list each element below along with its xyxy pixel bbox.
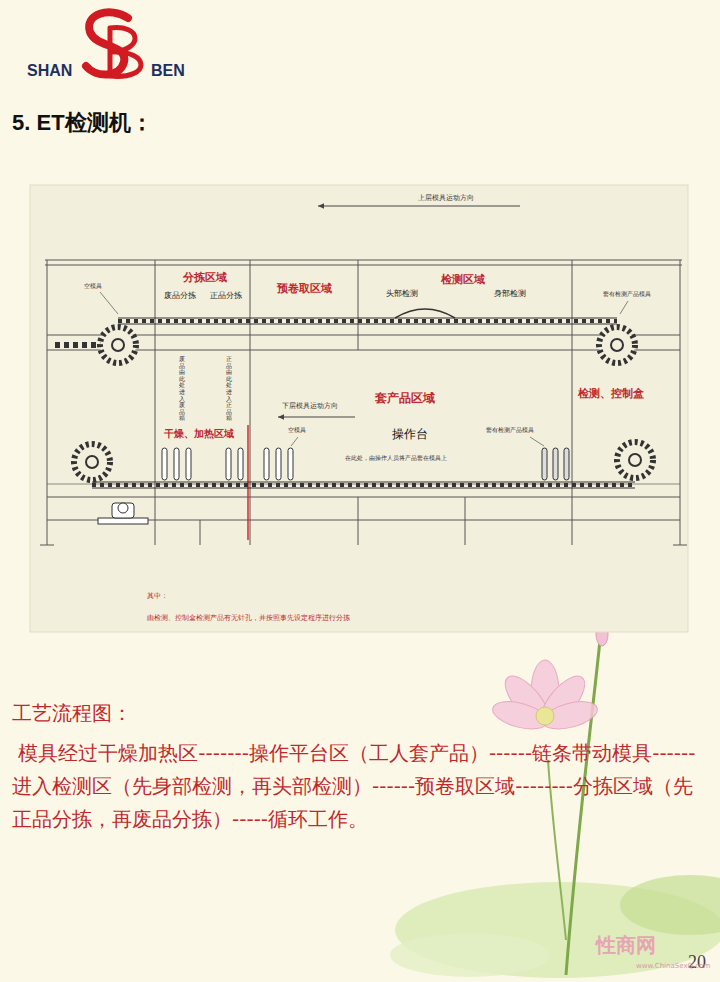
chain bbox=[55, 309, 635, 488]
watermark: www.ChinaSexQ.com bbox=[636, 962, 710, 970]
station-label: 操作台 bbox=[392, 428, 428, 442]
zone-cell: 检测、控制盒 bbox=[572, 350, 680, 484]
direction-label: 上层模具运动方向 bbox=[418, 194, 474, 202]
drawing-panel: 其中： 由检测、控制盒检测产品有无针孔，并按照事先设定程序进行分拣 分拣区域废品分拣… bbox=[30, 185, 688, 632]
station-label: 头部检测 bbox=[386, 289, 418, 298]
part-label: 空模具 bbox=[288, 427, 306, 434]
leader-line bbox=[100, 292, 628, 446]
zone-title: 套产品区域 bbox=[375, 392, 435, 406]
section-heading: 工艺流程图： bbox=[12, 702, 132, 725]
logo-mark bbox=[86, 12, 141, 76]
sprocket bbox=[74, 327, 653, 480]
station-label: 身部检测 bbox=[494, 289, 526, 298]
process-text: 模具经过干燥加热区-------操作平台区（工人套产品）------链条带动模具… bbox=[12, 737, 712, 836]
station-label: 正品分拣 bbox=[210, 291, 242, 300]
zone-title: 预卷取区域 bbox=[277, 283, 332, 296]
zone-title: 检测、控制盒 bbox=[578, 388, 644, 401]
zone-cell: 分拣区域废品分拣 正品分拣 bbox=[155, 266, 250, 335]
lotus-illustration bbox=[390, 622, 720, 978]
direction-label: 下层模具运动方向 bbox=[282, 402, 338, 410]
part-label: 套有检测产品模具 bbox=[603, 291, 651, 298]
chute-label: 废品由此处进入废品箱 bbox=[179, 356, 185, 422]
mold bbox=[162, 448, 569, 480]
zone-title: 分拣区域 bbox=[183, 272, 227, 285]
zone-cell: 套产品区域下层模具运动方向操作台在此处，由操作人员将产品套在模具上 bbox=[250, 350, 572, 484]
zone-title: 干燥、加热区域 bbox=[164, 428, 234, 440]
chute-label: 正品由此处进入正品箱 bbox=[226, 356, 232, 422]
part-label: 空模具 bbox=[84, 283, 102, 290]
watermark: 性商网 bbox=[596, 934, 656, 957]
note-text: 在此处，由操作人员将产品套在模具上 bbox=[345, 455, 447, 462]
note-heading: 其中： bbox=[147, 592, 168, 600]
zone-title: 检测区域 bbox=[441, 274, 485, 287]
note-text: 由检测、控制盒检测产品有无针孔，并按照事先设定程序进行分拣 bbox=[147, 614, 350, 622]
logo-text: BEN bbox=[151, 62, 185, 80]
zone-cell: 预卷取区域 bbox=[250, 266, 358, 335]
slide-title: 5. ET检测机： bbox=[12, 110, 153, 135]
zone-cell: 检测区域头部检测 身部检测 bbox=[358, 266, 572, 335]
machine-frame bbox=[40, 260, 687, 545]
station-label: 废品分拣 bbox=[164, 291, 196, 300]
motor bbox=[98, 503, 148, 524]
part-label: 套有检测产品模具 bbox=[486, 427, 534, 434]
logo-text: SHAN bbox=[27, 62, 72, 80]
